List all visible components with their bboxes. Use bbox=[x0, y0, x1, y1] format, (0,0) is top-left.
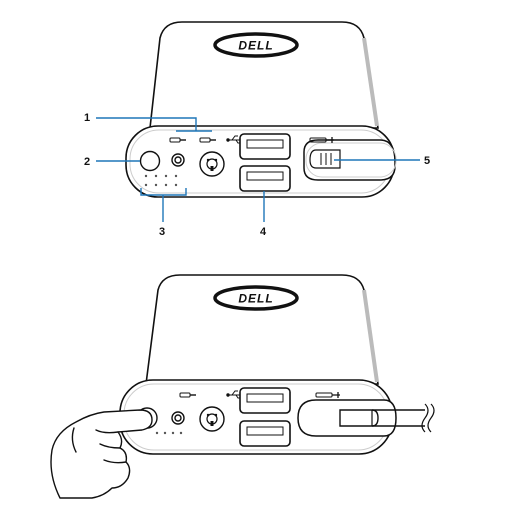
laptop-cable-icon[interactable] bbox=[297, 399, 435, 437]
callout-1: 1 bbox=[84, 112, 90, 124]
dell-logo-icon-bottom: DELL bbox=[213, 285, 299, 311]
usb-port-lower[interactable] bbox=[239, 165, 291, 192]
callout-lines bbox=[96, 117, 420, 222]
laptop-cable-symbol-icon bbox=[309, 137, 334, 143]
logo-text: DELL bbox=[238, 39, 273, 53]
round-connector-icon-bottom[interactable] bbox=[199, 406, 225, 432]
usb-port-lower-bottom[interactable] bbox=[239, 420, 291, 447]
dc-in-port-icon-bottom[interactable] bbox=[171, 411, 185, 425]
round-connector-symbol-icon bbox=[199, 137, 216, 143]
callout-2: 2 bbox=[84, 156, 90, 168]
logo-text-bottom: DELL bbox=[238, 292, 273, 306]
bottom-figure: DELL bbox=[50, 274, 435, 499]
dc-in-port-icon[interactable] bbox=[171, 153, 185, 167]
callout-5: 5 bbox=[424, 155, 430, 167]
top-figure: DELL bbox=[84, 21, 430, 238]
battery-led-icon-bottom bbox=[155, 431, 183, 435]
dc-in-symbol-icon-bottom bbox=[179, 392, 196, 398]
callout-3: 3 bbox=[159, 226, 165, 238]
round-connector-icon[interactable] bbox=[199, 151, 225, 177]
hand-icon bbox=[50, 409, 153, 499]
dell-logo-icon: DELL bbox=[213, 32, 299, 58]
power-bank-body bbox=[149, 21, 379, 129]
usb-port-upper-bottom[interactable] bbox=[239, 387, 291, 414]
power-button-icon[interactable] bbox=[139, 150, 161, 172]
dc-in-symbol-icon bbox=[169, 137, 186, 143]
laptop-cable-symbol-icon-bottom bbox=[315, 392, 340, 398]
power-bank-body-bottom bbox=[145, 274, 379, 385]
battery-led-icon bbox=[144, 174, 178, 187]
usb-port-upper[interactable] bbox=[239, 133, 291, 160]
callout-4: 4 bbox=[260, 226, 267, 238]
body-edge-shadow bbox=[362, 37, 379, 127]
